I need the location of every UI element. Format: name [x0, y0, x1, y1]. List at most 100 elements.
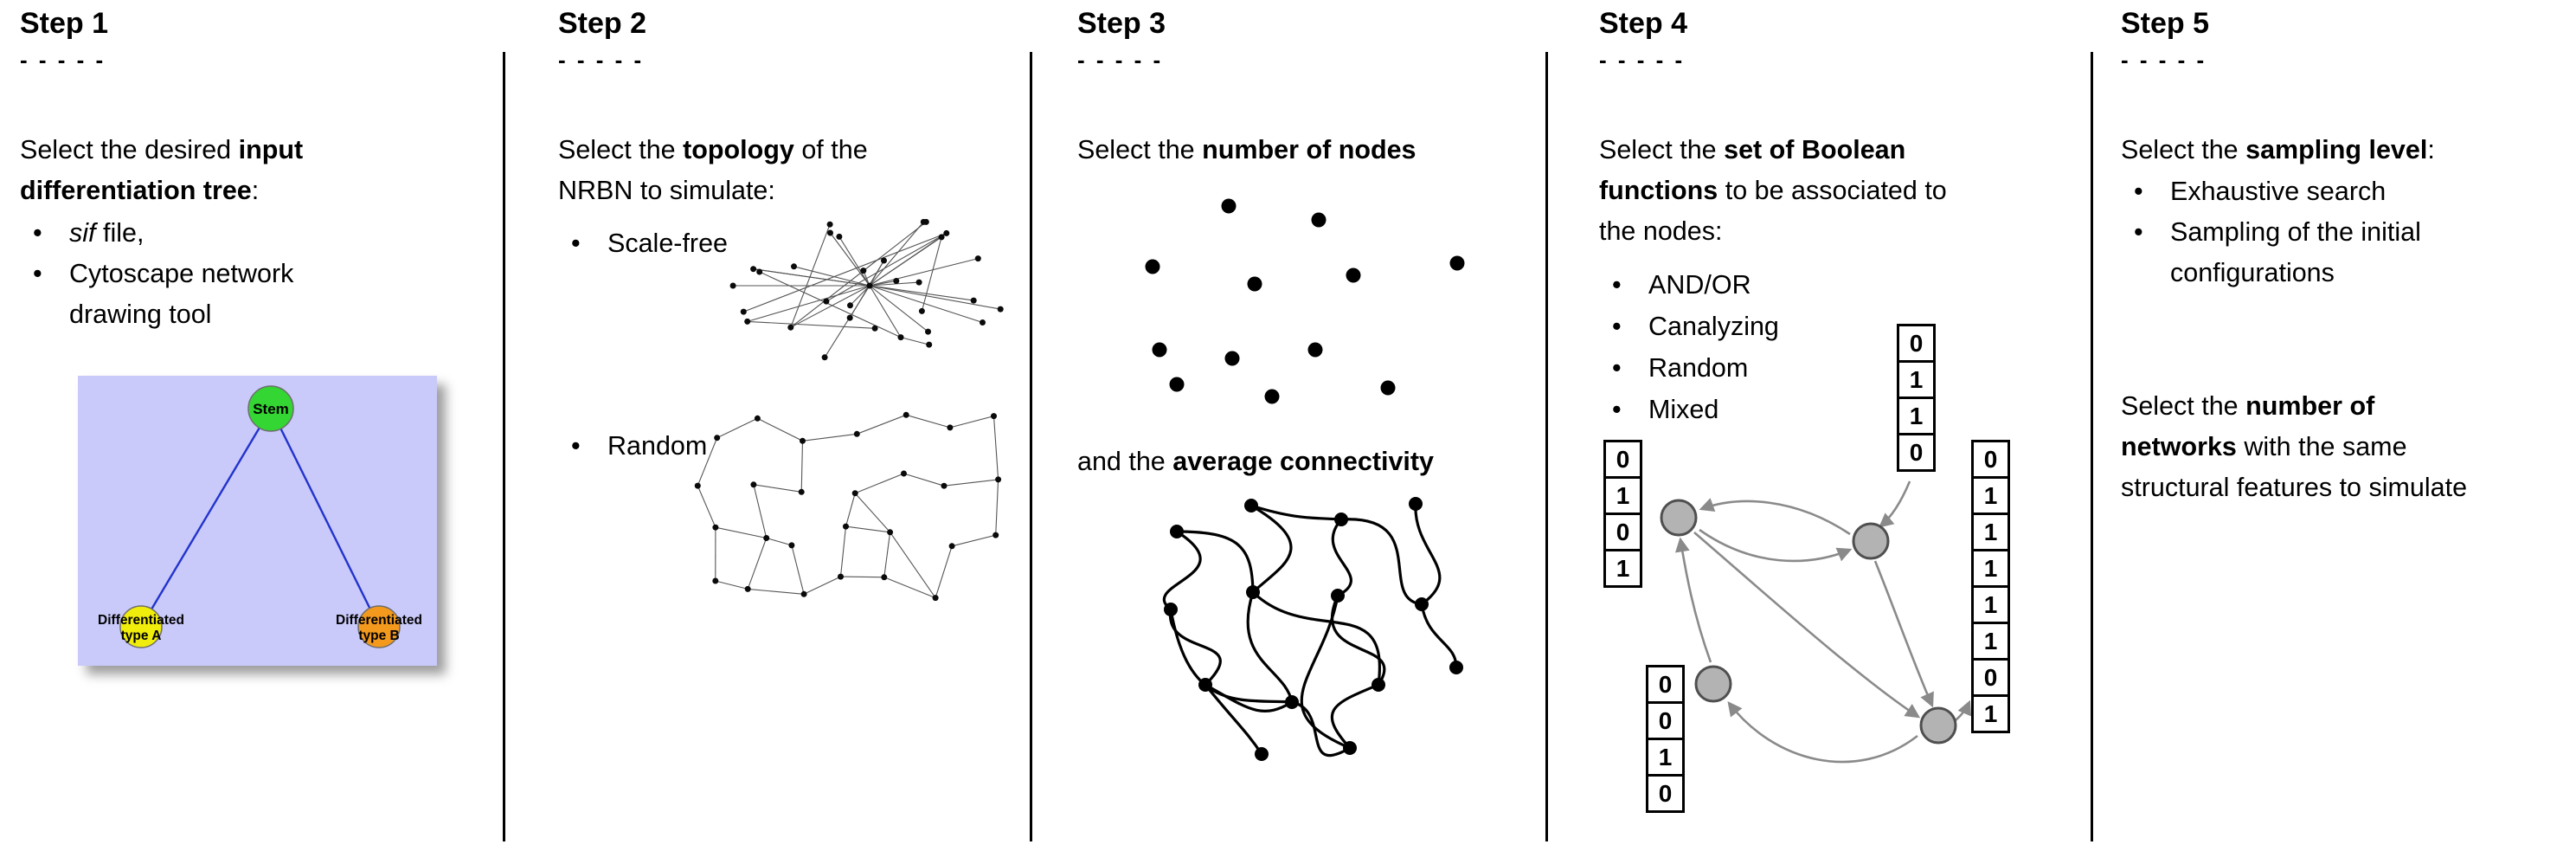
bullet-label: Scale-free [607, 229, 729, 258]
bullet-icon: • [1612, 395, 1622, 424]
step-3-para2-bold: average connectivity [1172, 447, 1435, 476]
truth-table-cell: 1 [1897, 396, 1936, 435]
step-3-intro-text: Select the [1077, 135, 1203, 164]
step-5-networks-text: Select the number of networks with the sa… [2121, 386, 2576, 508]
scale-free-network [729, 218, 1004, 361]
truth-table-cell: 0 [1603, 513, 1642, 551]
bn-edge-table-n2 [1879, 480, 1911, 528]
truth-table-cell: 1 [1971, 622, 2010, 661]
bullet-icon: • [1612, 312, 1622, 341]
step-3-dashes: - - - - - [1077, 47, 1164, 73]
truth-table-cell: 0 [1897, 433, 1936, 472]
step-4-bullet-andor: • AND/OR [1605, 265, 1951, 306]
step-5-para2-text: Select the [2121, 391, 2246, 421]
stem-node [247, 385, 294, 432]
bullet-label: sif file, [69, 213, 144, 254]
bullet-icon: • [33, 218, 42, 248]
type-a-label-line2: type A [121, 629, 162, 643]
step-5-para2-text-2: with the same [2236, 432, 2407, 461]
step-5-bullet-sampling: • Sampling of the initial configurations [2127, 212, 2551, 293]
bullet-icon: • [571, 431, 581, 461]
step-2-bullet-scale-free: • Scale-free [564, 223, 841, 264]
random-network [694, 411, 1002, 602]
step-1-intro-bold-1: input [238, 135, 304, 164]
step-1-intro-text: Select the desired [20, 135, 239, 164]
step-2-title: Step 2 [558, 7, 647, 40]
truth-table-cell: 1 [1971, 476, 2010, 515]
sif-italic: sif [69, 218, 96, 248]
bullet-label: Mixed [1648, 395, 1719, 424]
step-4-intro-bold-1: set of Boolean [1724, 135, 1906, 164]
bn-edge-n1-n2 [1699, 528, 1853, 563]
truth-table-cell: 0 [1646, 701, 1685, 740]
step-5-bullet-exhaustive: • Exhaustive search [2127, 171, 2551, 212]
bn-node-3 [1694, 665, 1732, 703]
truth-table-cell: 0 [1897, 324, 1936, 363]
step-5-para2-bold-1: number of [2245, 391, 2375, 421]
sampling-line2: configurations [2170, 258, 2335, 287]
truth-table-cell: 0 [1971, 440, 2010, 479]
step-1-title: Step 1 [20, 7, 109, 40]
truth-table-cell: 1 [1603, 549, 1642, 588]
tree-edge-left [139, 408, 273, 628]
truth-table-cell: 1 [1646, 738, 1685, 777]
bn-edge-n2-n1 [1699, 498, 1851, 536]
column-divider-2 [1030, 52, 1032, 841]
truth-table-cell: 1 [1603, 476, 1642, 515]
step-3-para2-text: and the [1077, 447, 1173, 476]
step-4-intro-text-2: to be associated to [1718, 176, 1947, 205]
bullet-icon: • [1612, 270, 1622, 300]
sampling-line1: Sampling of the initial [2170, 217, 2421, 247]
column-divider-4 [2091, 52, 2093, 841]
step-4-title: Step 4 [1599, 7, 1688, 40]
sif-rest: file, [95, 218, 145, 248]
column-divider-1 [503, 52, 505, 841]
step-2-dashes: - - - - - [558, 47, 645, 73]
nodes-dots-graphic [1145, 198, 1465, 404]
bn-edge-n4-n3 [1727, 700, 1918, 764]
bullet-icon: • [33, 259, 42, 288]
bn-edge-n1-n4 [1693, 532, 1921, 719]
bullet-icon: • [1612, 353, 1622, 383]
step-5-dashes: - - - - - [2121, 47, 2207, 73]
connectivity-graphic [1162, 497, 1463, 761]
bullet-icon: • [2134, 217, 2143, 247]
step-4-intro-bold-2: functions [1599, 176, 1718, 205]
step-1-intro: Select the desired input differentiation … [20, 130, 513, 211]
type-b-node [357, 605, 401, 648]
step-5-para2-bold-2: networks [2121, 432, 2237, 461]
step-3-intro-bold: number of nodes [1202, 135, 1416, 164]
truth-table-cell: 1 [1971, 549, 2010, 588]
step-5-para2-line3: structural features to simulate [2121, 473, 2468, 502]
step-1-intro-bold-2: differentiation tree [20, 176, 252, 205]
type-b-label-line1: Differentiated [336, 613, 422, 628]
step-4-bullet-mixed: • Mixed [1605, 390, 1951, 430]
step-3-connectivity-text: and the average connectivity [1077, 442, 1588, 482]
step-4-intro-text: Select the [1599, 135, 1725, 164]
truth-table-cell: 0 [1971, 658, 2010, 697]
step-2-intro-line2: NRBN to simulate: [558, 176, 775, 205]
boolean-network-graphic [1660, 480, 1972, 764]
step-4-bullet-random: • Random [1605, 348, 1951, 389]
bullet-icon: • [2134, 177, 2143, 206]
bullet-label: Sampling of the initial configurations [2170, 212, 2421, 293]
truth-table-cell: 1 [1971, 585, 2010, 624]
truth-table-cell: 1 [1971, 513, 2010, 551]
step-2-intro-text-2: of the [793, 135, 868, 164]
step-1-intro-colon: : [251, 176, 260, 205]
truth-table-cell: 1 [1971, 694, 2010, 733]
step-5-intro-colon: : [2427, 135, 2435, 164]
bn-edge-n3-n1 [1674, 537, 1712, 663]
column-divider-3 [1545, 52, 1548, 841]
step-1-bullet-sif: • sif file, [26, 213, 493, 254]
bullet-label: AND/OR [1648, 270, 1751, 300]
bn-node-4 [1919, 706, 1957, 745]
